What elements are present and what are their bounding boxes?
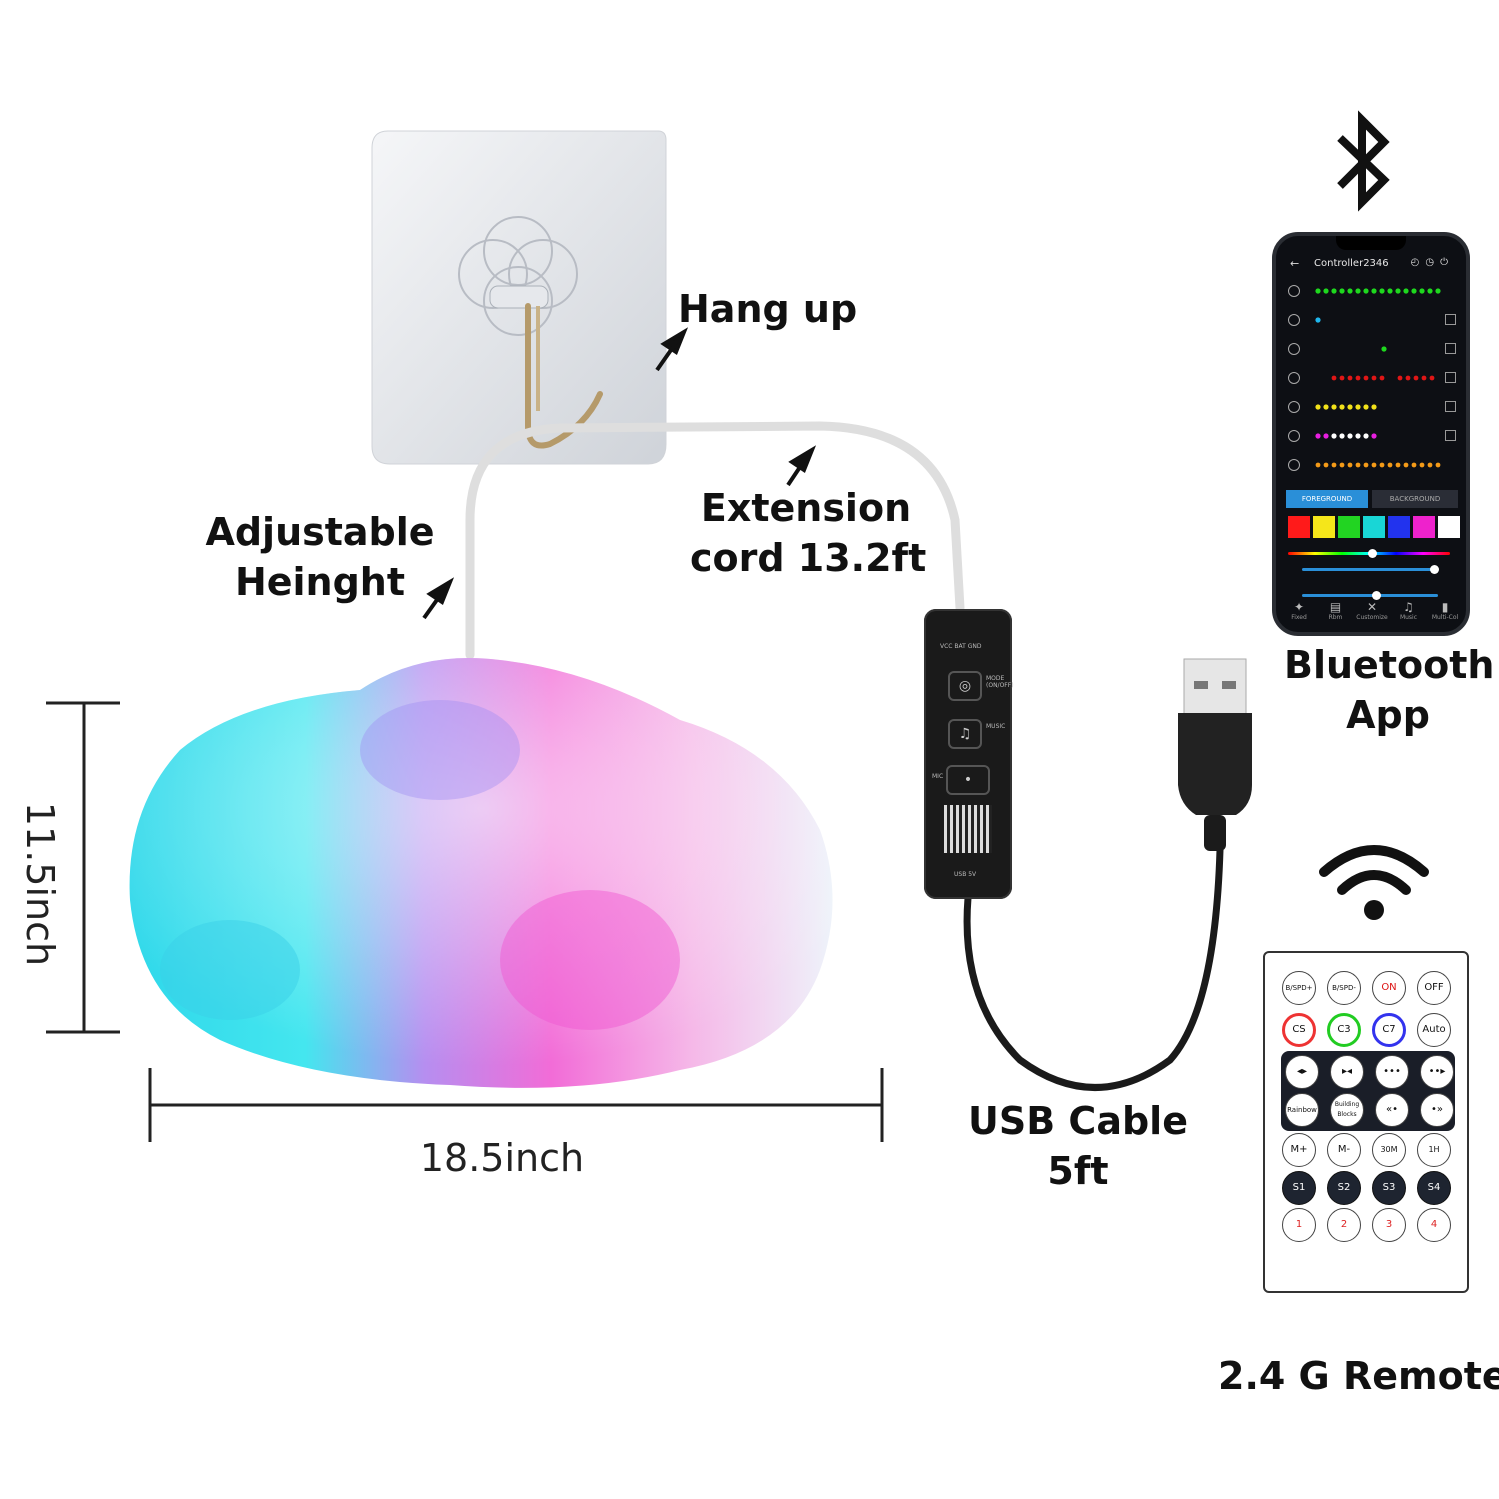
- remote-auto-button[interactable]: Auto: [1417, 1013, 1451, 1047]
- bluetooth-icon: [1337, 110, 1390, 212]
- remote-timer-button[interactable]: 1H: [1417, 1133, 1451, 1167]
- list-item[interactable]: [1284, 427, 1460, 449]
- remote-row-7: 1 2 3 4: [1282, 1208, 1454, 1242]
- remote-button[interactable]: B/SPD+: [1282, 971, 1316, 1005]
- remote-label: 2.4 G Remote: [1218, 1354, 1499, 1398]
- extension-label-2: cord 13.2ft: [690, 536, 927, 580]
- remote-button[interactable]: CS: [1282, 1013, 1316, 1047]
- mode-button[interactable]: ◎: [948, 671, 982, 701]
- remote-timer-button[interactable]: 30M: [1372, 1133, 1406, 1167]
- list-item[interactable]: [1284, 369, 1460, 391]
- remote-music-button[interactable]: 3: [1372, 1208, 1406, 1242]
- nav-rbm[interactable]: ▤Rbm: [1328, 600, 1343, 621]
- list-item[interactable]: [1284, 398, 1460, 420]
- remote-row-2: CS C3 C7 Auto: [1282, 1013, 1454, 1047]
- remote-button[interactable]: B/SPD-: [1327, 971, 1361, 1005]
- remote-row-1: B/SPD+ B/SPD- ON OFF: [1282, 971, 1454, 1005]
- color-swatches[interactable]: [1288, 516, 1460, 538]
- remote-button[interactable]: C7: [1372, 1013, 1406, 1047]
- color-tabs: FOREGROUND BACKGROUND: [1286, 490, 1458, 508]
- back-icon[interactable]: ←: [1290, 257, 1300, 270]
- speed-slider[interactable]: [1302, 591, 1438, 600]
- toolbar-icons[interactable]: ◴◷⏻: [1410, 257, 1454, 268]
- remote-music-button[interactable]: 1: [1282, 1208, 1316, 1242]
- remote-button[interactable]: •••: [1375, 1055, 1409, 1089]
- remote-button[interactable]: ▸◂: [1330, 1055, 1364, 1089]
- bluetooth-label-2: App: [1346, 693, 1430, 737]
- remote-button[interactable]: S2: [1327, 1171, 1361, 1205]
- remote-off-button[interactable]: OFF: [1417, 971, 1451, 1005]
- remote-button[interactable]: C3: [1327, 1013, 1361, 1047]
- remote-button[interactable]: S4: [1417, 1171, 1451, 1205]
- remote-button[interactable]: S1: [1282, 1171, 1316, 1205]
- adjustable-label-1: Adjustable: [205, 510, 435, 554]
- width-dimension: 18.5inch: [419, 1136, 585, 1180]
- usb-cable-label-1: USB Cable: [968, 1099, 1188, 1143]
- brightness-slider[interactable]: [1302, 565, 1439, 574]
- bluetooth-label-1: Bluetooth: [1284, 643, 1495, 687]
- app-title: Controller2346: [1314, 258, 1389, 269]
- remote-button[interactable]: M-: [1327, 1133, 1361, 1167]
- usb-plug: [1178, 658, 1252, 851]
- music-label: MUSIC: [986, 723, 1006, 730]
- wifi-icon: [1319, 845, 1429, 920]
- remote-button[interactable]: •»: [1420, 1093, 1454, 1127]
- tab-foreground[interactable]: FOREGROUND: [1286, 490, 1368, 508]
- usb-cable-label-2: 5ft: [1047, 1149, 1109, 1193]
- nav-fixed[interactable]: ✦Fixed: [1291, 600, 1307, 621]
- remote-blocks-button[interactable]: Building Blocks: [1330, 1093, 1364, 1127]
- tab-background[interactable]: BACKGROUND: [1372, 490, 1458, 508]
- remote-button[interactable]: ••▸: [1420, 1055, 1454, 1089]
- remote-row-6: S1 S2 S3 S4: [1282, 1171, 1454, 1205]
- adjustable-label-2: Heinght: [234, 560, 406, 604]
- list-item[interactable]: [1284, 456, 1460, 478]
- remote-on-button[interactable]: ON: [1372, 971, 1406, 1005]
- controller-box: VCC BAT GND ◎ MODE (ON/OFF) ♫ MUSIC • MI…: [924, 609, 1014, 899]
- cloud-lamp: [129, 658, 833, 1088]
- music-button[interactable]: ♫: [948, 719, 982, 749]
- nav-music[interactable]: ♫Music: [1399, 600, 1418, 621]
- hang-up-label: Hang up: [678, 287, 858, 331]
- extension-label-1: Extension: [700, 486, 912, 530]
- list-item[interactable]: [1284, 311, 1460, 333]
- nav-customize[interactable]: ✕Customize: [1356, 600, 1388, 621]
- list-item[interactable]: [1284, 282, 1460, 304]
- usb-label: USB 5V: [954, 871, 977, 878]
- remote-control: B/SPD+ B/SPD- ON OFF CS C3 C7 Auto ◂▸ ▸◂…: [1263, 951, 1469, 1293]
- remote-music-button[interactable]: 4: [1417, 1208, 1451, 1242]
- mode-label: MODE (ON/OFF): [986, 675, 1014, 689]
- remote-button[interactable]: S3: [1372, 1171, 1406, 1205]
- remote-row-5: M+ M- 30M 1H: [1282, 1133, 1454, 1167]
- remote-music-button[interactable]: 2: [1327, 1208, 1361, 1242]
- remote-rainbow-button[interactable]: Rainbow: [1285, 1093, 1319, 1127]
- bluetooth-app-phone: ← Controller2346 ◴◷⏻ FOREGROUND BACKGROU…: [1272, 232, 1470, 636]
- app-bottom-nav: ✦Fixed ▤Rbm ✕Customize ♫Music ▮Multi-Col: [1282, 600, 1462, 624]
- mic-label: MIC: [932, 773, 944, 780]
- remote-button[interactable]: «•: [1375, 1093, 1409, 1127]
- led-labels: VCC BAT GND: [940, 643, 982, 650]
- mic-button[interactable]: •: [946, 765, 990, 795]
- remote-button[interactable]: ◂▸: [1285, 1055, 1319, 1089]
- remote-mode-panel: ◂▸ ▸◂ ••• ••▸ Rainbow Building Blocks «•…: [1281, 1051, 1455, 1131]
- qr-code: [944, 805, 992, 853]
- hue-slider[interactable]: [1288, 549, 1450, 558]
- nav-multicolor[interactable]: ▮Multi-Col: [1431, 600, 1459, 621]
- remote-button[interactable]: M+: [1282, 1133, 1316, 1167]
- height-dimension: 11.5inch: [18, 801, 62, 967]
- list-item[interactable]: [1284, 340, 1460, 362]
